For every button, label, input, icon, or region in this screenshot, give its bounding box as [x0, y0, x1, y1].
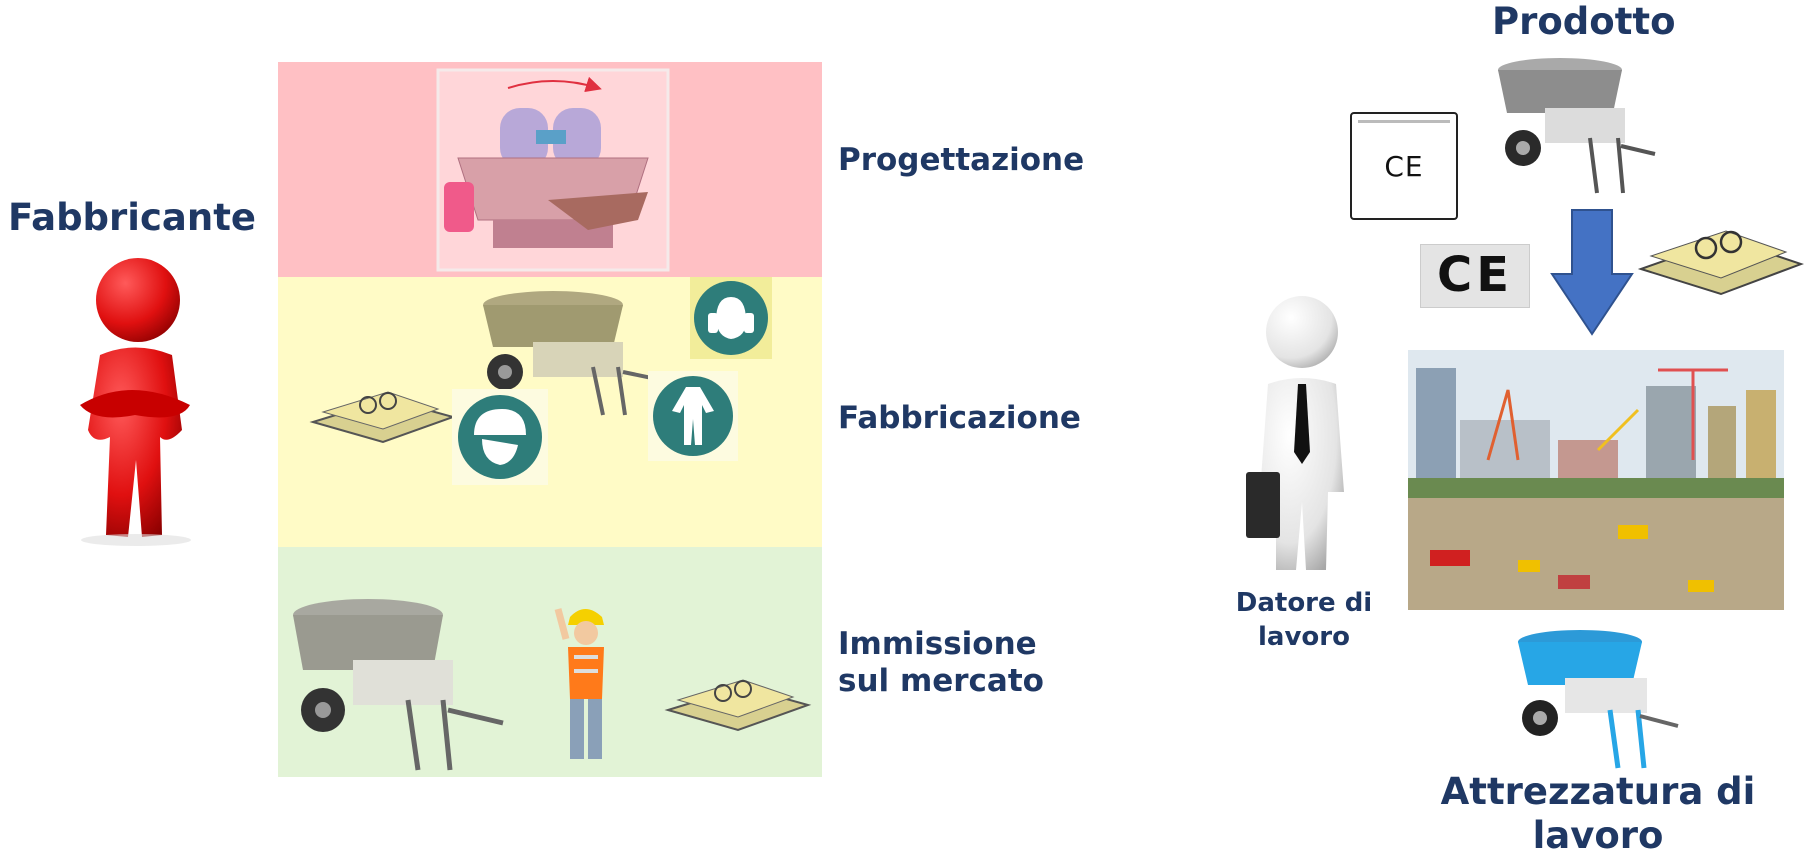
manual-book-icon	[309, 391, 457, 444]
helmet-sign-icon	[452, 389, 548, 485]
manual-book-icon	[664, 679, 812, 732]
employer-label: Datore di lavoro	[1235, 588, 1373, 652]
work-equipment-mixer-icon	[1518, 630, 1679, 769]
product-mixer-icon	[1498, 58, 1656, 194]
ce-mark-large: CE	[1420, 244, 1530, 308]
phase-label-progettazione: Progettazione	[838, 142, 1085, 178]
manufacturer-title: Fabbricante	[8, 196, 256, 239]
design-machine-icon	[436, 68, 670, 272]
phase-band-progettazione	[278, 62, 822, 277]
worker-icon	[554, 608, 604, 759]
employer-figure-icon	[1246, 296, 1344, 570]
phase-label-immissione: Immissione sul mercato	[838, 626, 1044, 699]
mixer-machine-icon	[293, 599, 504, 771]
down-arrow-icon	[1550, 209, 1634, 336]
protective-suit-sign-icon	[648, 371, 738, 461]
phase-band-fabbricazione	[278, 277, 822, 547]
work-equipment-label: Attrezzatura di lavoro	[1440, 770, 1756, 857]
declaration-of-conformity-document: CE	[1350, 112, 1458, 220]
manufacturer-figure-icon	[80, 258, 191, 546]
ce-mark-small: CE	[1384, 150, 1424, 183]
manual-book-icon	[1637, 230, 1804, 296]
ear-protection-sign-icon	[690, 277, 772, 359]
construction-site-image	[1408, 350, 1784, 610]
product-title: Prodotto	[1492, 0, 1676, 43]
mixer-machine-icon	[483, 291, 672, 416]
phase-band-immissione	[278, 547, 822, 777]
phase-label-fabbricazione: Fabbricazione	[838, 400, 1081, 436]
